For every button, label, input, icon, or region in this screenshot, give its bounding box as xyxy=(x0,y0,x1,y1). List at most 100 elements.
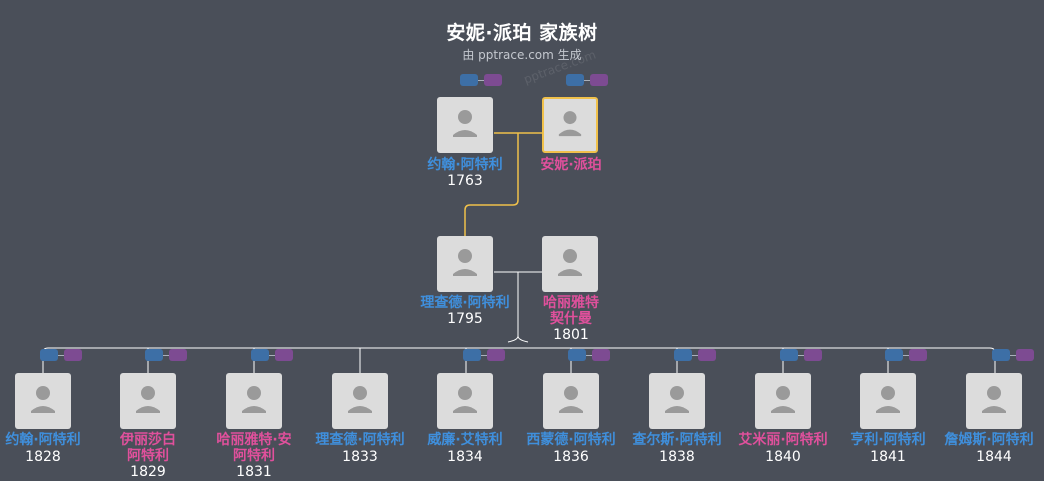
person-name-line2: 阿特利 xyxy=(127,448,169,464)
person-name: 詹姆斯·阿特利 xyxy=(944,432,1034,448)
person-name: 约翰·阿特利 xyxy=(5,432,81,448)
maternal-badge[interactable] xyxy=(909,349,927,361)
relation-badges[interactable] xyxy=(566,74,608,86)
relation-badges[interactable] xyxy=(460,74,502,86)
person-name: 亨利·阿特利 xyxy=(850,432,926,448)
badge-link xyxy=(586,355,592,356)
maternal-badge[interactable] xyxy=(804,349,822,361)
paternal-badge[interactable] xyxy=(992,349,1010,361)
relation-badges[interactable] xyxy=(463,349,505,361)
person-card-g1-father[interactable] xyxy=(437,97,493,153)
person-silhouette-icon xyxy=(982,386,1006,413)
person-card-child[interactable] xyxy=(226,373,282,429)
relation-badges[interactable] xyxy=(251,349,293,361)
person-silhouette-icon xyxy=(453,249,477,276)
person-silhouette-icon xyxy=(136,386,160,413)
maternal-badge[interactable] xyxy=(487,349,505,361)
person-card-child[interactable] xyxy=(120,373,176,429)
badge-link xyxy=(269,355,275,356)
person-name: 艾米丽·阿特利 xyxy=(738,432,828,448)
person-year: 1834 xyxy=(447,449,483,465)
person-silhouette-icon xyxy=(242,386,266,413)
person-name-line1: 哈丽雅特·安 xyxy=(216,432,292,448)
person-name: 约翰·阿特利 xyxy=(427,157,503,173)
person-name-line1: 哈丽雅特 xyxy=(543,295,599,311)
badge-link xyxy=(584,80,590,81)
person-name: 理查德·阿特利 xyxy=(420,295,510,311)
paternal-badge[interactable] xyxy=(251,349,269,361)
relation-badges[interactable] xyxy=(145,349,187,361)
badge-link xyxy=(478,80,484,81)
person-silhouette-icon xyxy=(348,386,372,413)
person-year: 1831 xyxy=(236,464,272,480)
maternal-badge[interactable] xyxy=(1016,349,1034,361)
person-card-child[interactable] xyxy=(966,373,1022,429)
paternal-badge[interactable] xyxy=(463,349,481,361)
badge-link xyxy=(903,355,909,356)
page-subtitle: 由 pptrace.com 生成 xyxy=(462,48,582,62)
person-silhouette-icon xyxy=(558,111,582,137)
relation-badges[interactable] xyxy=(992,349,1034,361)
person-year: 1828 xyxy=(25,449,61,465)
paternal-badge[interactable] xyxy=(885,349,903,361)
person-year: 1795 xyxy=(447,311,483,327)
connector-bus-join xyxy=(507,335,529,343)
badge-link xyxy=(692,355,698,356)
person-card-child[interactable] xyxy=(15,373,71,429)
paternal-badge[interactable] xyxy=(145,349,163,361)
maternal-badge[interactable] xyxy=(169,349,187,361)
person-silhouette-icon xyxy=(453,386,477,413)
badge-link xyxy=(798,355,804,356)
person-card-child[interactable] xyxy=(649,373,705,429)
person-card-child[interactable] xyxy=(543,373,599,429)
relation-badges[interactable] xyxy=(40,349,82,361)
paternal-badge[interactable] xyxy=(568,349,586,361)
maternal-badge[interactable] xyxy=(592,349,610,361)
relation-badges[interactable] xyxy=(885,349,927,361)
relation-badges[interactable] xyxy=(568,349,610,361)
person-card-g1-mother-selected[interactable] xyxy=(542,97,598,153)
maternal-badge[interactable] xyxy=(275,349,293,361)
badge-link xyxy=(58,355,64,356)
paternal-badge[interactable] xyxy=(780,349,798,361)
person-name-line2: 阿特利 xyxy=(233,448,275,464)
person-card-child[interactable] xyxy=(332,373,388,429)
person-silhouette-icon xyxy=(665,386,689,413)
badge-link xyxy=(163,355,169,356)
maternal-badge[interactable] xyxy=(698,349,716,361)
person-silhouette-icon xyxy=(771,386,795,413)
person-year: 1840 xyxy=(765,449,801,465)
person-card-g2-mother[interactable] xyxy=(542,236,598,292)
person-name-line1: 伊丽莎白 xyxy=(120,432,176,448)
paternal-badge[interactable] xyxy=(460,74,478,86)
person-year: 1836 xyxy=(553,449,589,465)
maternal-badge[interactable] xyxy=(64,349,82,361)
person-year: 1844 xyxy=(976,449,1012,465)
paternal-badge[interactable] xyxy=(674,349,692,361)
person-silhouette-icon xyxy=(31,386,55,413)
person-name: 西蒙德·阿特利 xyxy=(526,432,616,448)
person-card-child[interactable] xyxy=(860,373,916,429)
maternal-badge[interactable] xyxy=(484,74,502,86)
relation-badges[interactable] xyxy=(780,349,822,361)
person-year: 1763 xyxy=(447,173,483,189)
person-card-g2-father[interactable] xyxy=(437,236,493,292)
person-name-line2: 契什曼 xyxy=(550,311,592,327)
person-name: 威廉·艾特利 xyxy=(427,432,503,448)
relation-badges[interactable] xyxy=(674,349,716,361)
person-silhouette-icon xyxy=(559,386,583,413)
badge-link xyxy=(481,355,487,356)
person-silhouette-icon xyxy=(876,386,900,413)
person-card-child[interactable] xyxy=(755,373,811,429)
person-card-child[interactable] xyxy=(437,373,493,429)
maternal-badge[interactable] xyxy=(590,74,608,86)
page-title: 安妮·派珀 家族树 xyxy=(446,22,598,44)
paternal-badge[interactable] xyxy=(40,349,58,361)
connector-g1-to-g2 xyxy=(464,133,519,236)
paternal-badge[interactable] xyxy=(566,74,584,86)
person-name: 安妮·派珀 xyxy=(540,157,602,173)
person-year: 1841 xyxy=(870,449,906,465)
person-name: 查尔斯·阿特利 xyxy=(632,432,722,448)
person-silhouette-icon xyxy=(453,110,477,137)
badge-link xyxy=(1010,355,1016,356)
